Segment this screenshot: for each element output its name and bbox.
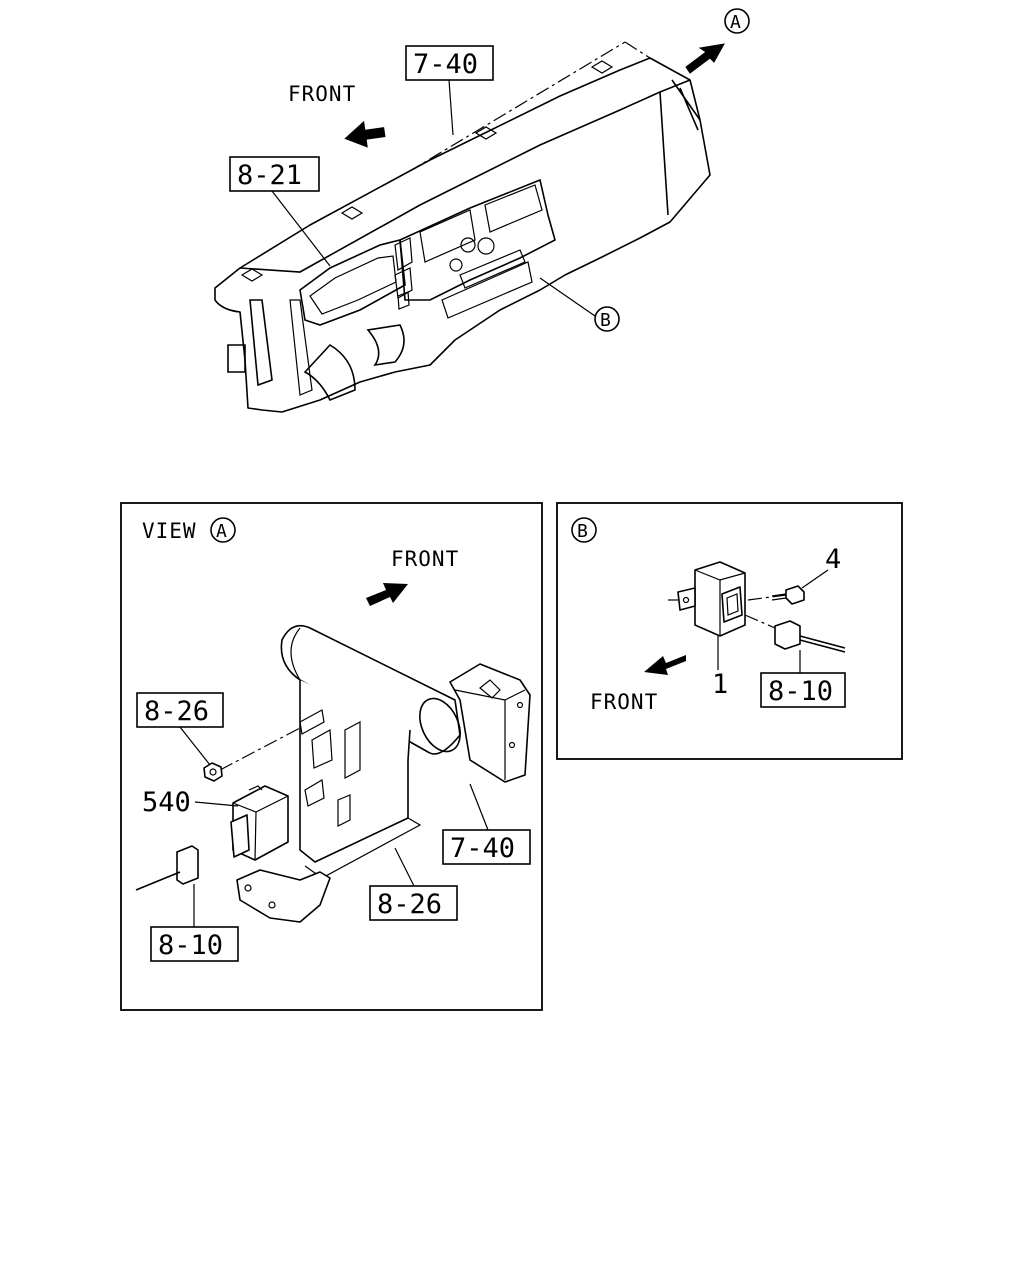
- callout-relay: 1: [712, 669, 728, 700]
- instrument-panel-drawing: [214, 41, 711, 413]
- view-a-panel: VIEW A FRONT: [120, 502, 543, 1011]
- callout-bolt: 4: [825, 544, 841, 575]
- callout-harness-a: 8-10: [158, 930, 223, 961]
- callout-unit: 540: [142, 787, 191, 818]
- view-a-front-label: FRONT: [391, 547, 459, 571]
- instrument-panel-view: FRONT 7-40 8-21 A B: [214, 8, 750, 413]
- view-a-drawing: [135, 624, 531, 923]
- callout-meter-panel: 8-21: [237, 160, 302, 191]
- front-label: FRONT: [288, 82, 356, 106]
- view-a-title-marker: A: [216, 521, 227, 542]
- view-a-arrow: [685, 43, 725, 74]
- callout-harness-b: 8-10: [768, 676, 833, 707]
- view-b-drawing: [668, 561, 846, 653]
- callout-bracket-top: 8-26: [144, 696, 209, 727]
- callout-upper-panel: 7-40: [413, 49, 478, 80]
- front-arrow-icon: [344, 120, 386, 148]
- callout-panel: 7-40: [450, 833, 515, 864]
- view-a-title: VIEW: [142, 519, 197, 543]
- view-a-marker: A: [730, 12, 741, 33]
- view-b-panel: B 4 1 8-10: [556, 502, 903, 760]
- view-b-title-marker: B: [577, 521, 588, 542]
- view-b-front-arrow-icon: [644, 655, 686, 675]
- view-a-front-arrow-icon: [366, 583, 408, 606]
- view-b-marker: B: [600, 310, 611, 331]
- view-b-front-label: FRONT: [590, 690, 658, 714]
- callout-bracket-bottom: 8-26: [377, 889, 442, 920]
